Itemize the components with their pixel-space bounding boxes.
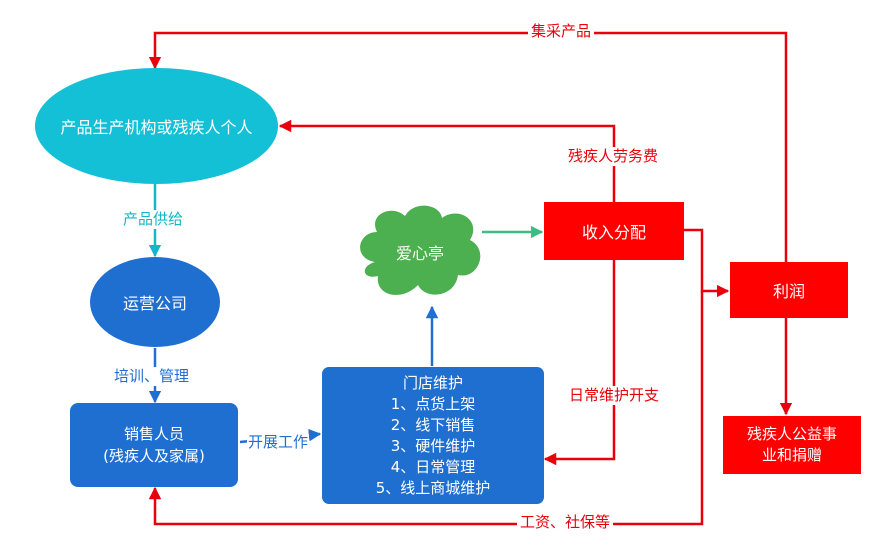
income-label: 收入分配 [581,223,646,242]
node-kiosk: 爱心亭 [370,222,470,282]
node-store: 门店维护 1、点货上架 2、线下销售 3、硬件维护 4、日常管理 5、线上商城维… [322,367,544,504]
store-item-4: 4、日常管理 [390,457,476,476]
store-item-5: 5、线上商城维护 [375,478,491,497]
node-profit: 利润 [730,262,848,318]
node-producer: 产品生产机构或残疾人个人 [35,68,278,184]
edge-procurement [148,31,788,262]
edge-income-profit [684,228,730,298]
sales-label-line1: 销售人员 [123,425,184,443]
operator-label: 运营公司 [122,294,187,313]
edge-wages [148,291,704,526]
label-wages: 工资、社保等 [517,515,614,530]
label-work: 开展工作 [247,433,310,451]
label-daily-cost: 日常维护开支 [567,386,662,405]
node-operator: 运营公司 [90,257,220,347]
label-training: 培训、管理 [113,367,191,386]
edge-daily-cost [543,260,616,466]
label-labor-fee: 残疾人劳务费 [566,147,661,166]
charity-label-line1: 残疾人公益事 [746,425,837,443]
kiosk-label: 爱心亭 [395,244,444,263]
store-item-3: 3、硬件维护 [390,436,476,455]
store-item-1: 1、点货上架 [390,394,476,413]
kiosk-cloud-shape [360,205,481,295]
charity-label-line2: 业和捐赠 [761,446,822,464]
edge-labor-fee [278,119,616,202]
node-sales: 销售人员 (残疾人及家属) [70,403,238,487]
label-procurement: 集采产品 [528,24,595,39]
store-item-2: 2、线下销售 [390,415,476,434]
node-income: 收入分配 [544,202,684,260]
node-charity: 残疾人公益事 业和捐赠 [723,416,861,474]
label-supply: 产品供给 [122,210,185,229]
sales-label-line2: (残疾人及家属) [103,447,205,465]
producer-label: 产品生产机构或残疾人个人 [60,118,253,137]
profit-label: 利润 [772,282,805,301]
store-title: 门店维护 [402,373,463,392]
